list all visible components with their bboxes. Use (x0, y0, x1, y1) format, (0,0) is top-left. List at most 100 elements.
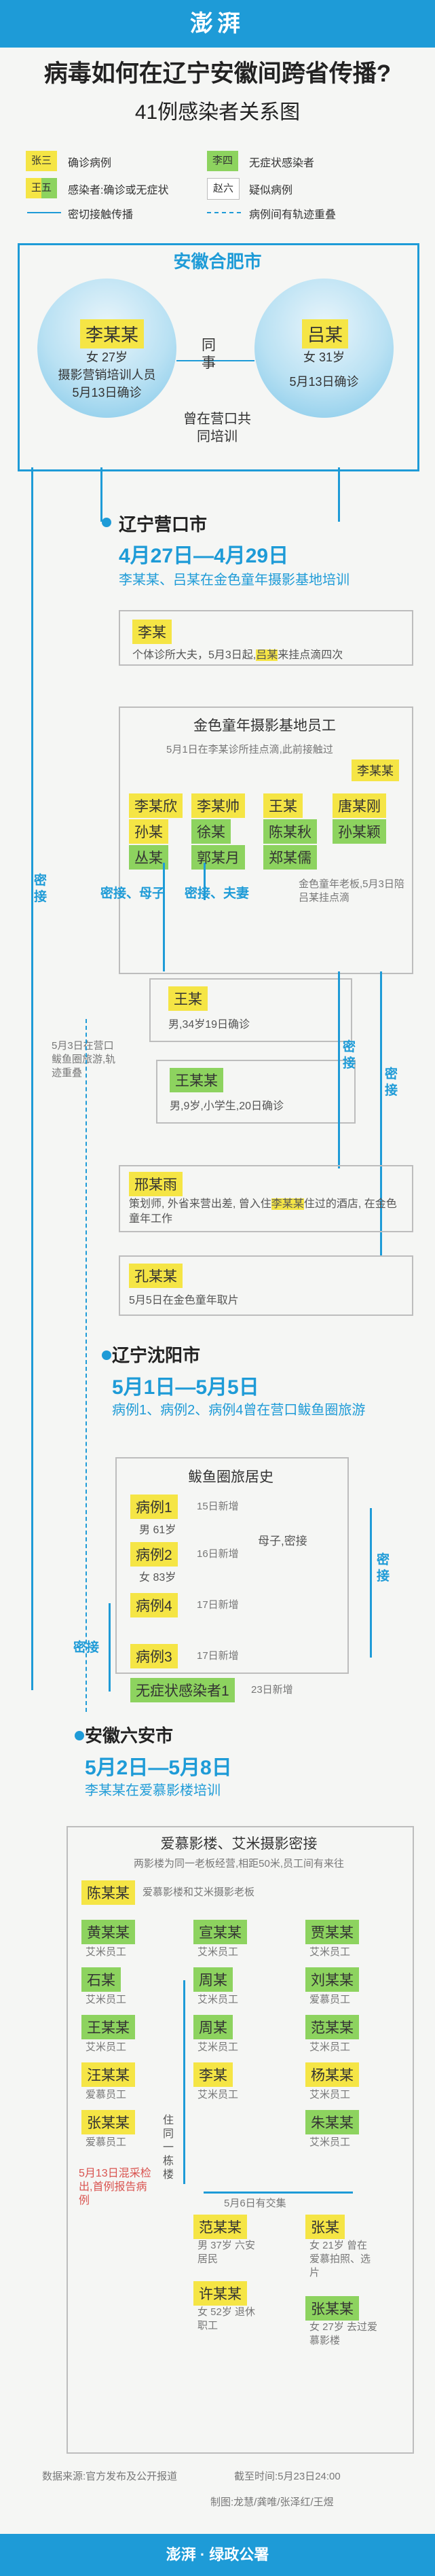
bayuquan-title: 鲅鱼圈旅居史 (188, 1469, 273, 1485)
col1-name-2: 石某 (81, 1967, 121, 1992)
col1-info-4: 爱慕员工 (86, 2089, 127, 2100)
credit: 制图:龙慧/龚唯/张泽红/王煜 (210, 2497, 334, 2508)
hefei-link-line (176, 360, 254, 361)
base-note-name: 李某某 (352, 759, 399, 781)
legend-tag-confirmed: 张三 (26, 151, 58, 171)
case-2-info: 女 83岁 (139, 1572, 176, 1584)
legend-text-asymptomatic: 无症状感染者 (249, 158, 315, 169)
base-name-6: 徐某 (191, 819, 231, 844)
hefei-link-training: 曾在营口共同培训 (183, 412, 251, 444)
col2-name-2: 周某 (193, 1967, 233, 1992)
luan-dot (75, 1731, 84, 1740)
page-subtitle: 41例感染者关系图 (134, 101, 301, 124)
asymptomatic-1: 无症状感染者1 (130, 1678, 235, 1702)
col1-info-5: 爱慕员工 (86, 2136, 127, 2148)
legend-text-suspected: 疑似病例 (249, 185, 293, 196)
label-close-contact-left: 密接 (34, 874, 48, 904)
yingkou-desc: 李某某、吕某在金色童年摄影基地培训 (119, 573, 349, 588)
fan-mou-mou-info: 男 37岁 六安居民 (197, 2240, 256, 2265)
case-chen-mou-mou: 陈某某 (81, 1880, 135, 1905)
meal-label: 5月6日有交集 (224, 2198, 286, 2209)
left-solid-line (31, 467, 33, 1690)
kong-mou-mou-box (119, 1255, 413, 1316)
case-zhang-mou: 张某 (305, 2215, 345, 2239)
case-kong-mou-mou: 孔某某 (129, 1264, 183, 1288)
wang-mou-mou-box (156, 1060, 356, 1124)
legend-text-confirmed: 确诊病例 (68, 158, 112, 169)
col1-name-1: 黄某某 (81, 1920, 135, 1944)
live-label: 住同一栋楼 (163, 2115, 174, 2181)
yingkou-date: 4月27日—4月29日 (119, 545, 289, 567)
col1-info-2: 艾米员工 (86, 1994, 127, 2005)
luan-desc: 李某某在爱慕影楼培训 (85, 1783, 221, 1798)
hefei-title: 安徽合肥市 (173, 251, 262, 272)
yingkou-dot (102, 518, 111, 527)
col2-info-1: 艾米员工 (197, 1946, 239, 1958)
label-close-right-2: 密接 (385, 1067, 398, 1098)
li-mou-text: 个体诊所大夫，5月3日起,吕某来挂点滴四次 (132, 645, 343, 662)
hefei-down-line-1 (100, 467, 102, 522)
legend-text-solid: 密切接触传播 (68, 209, 134, 221)
col2-info-3: 艾米员工 (197, 2041, 239, 2053)
hefei-link-colleague: 同事 (202, 338, 216, 371)
case-xu-mou-mou: 许某某 (193, 2281, 247, 2306)
col2-name-1: 宣某某 (193, 1920, 247, 1944)
source-right: 截至时间:5月23日24:00 (234, 2471, 341, 2482)
col3-info-1: 艾米员工 (309, 1946, 351, 1958)
col1-name-5: 张某某 (81, 2110, 135, 2134)
li-mou-text-1: 个体诊所大夫，5月3日起, (132, 649, 257, 661)
case-fan-mou-mou: 范某某 (193, 2215, 247, 2239)
link-line-mother (163, 863, 165, 971)
legend-tag-infected: 王五 (26, 178, 58, 198)
xing-highlight: 李某某 (271, 1198, 304, 1210)
aimu-note: 两影楼为同一老板经营,相距50米,员工间有来往 (133, 1858, 345, 1870)
label-mother-son: 密接、母子 (100, 887, 166, 901)
case-zhang-mou-mou: 张某某 (305, 2296, 359, 2321)
base-name-10: 郭某月 (191, 845, 245, 870)
sy-left-link (109, 1603, 111, 1692)
li-mou-highlight: 吕某 (256, 649, 278, 661)
col2-name-3: 周某 (193, 2015, 233, 2039)
xu-mou-mou-info: 女 52岁 退休职工 (197, 2306, 256, 2331)
case-1-info: 男 61岁 (139, 1524, 176, 1536)
base-name-1: 李某欣 (129, 793, 183, 818)
base-name-4: 唐某刚 (333, 793, 386, 818)
legend-tag-asymptomatic: 李四 (207, 151, 239, 171)
col2-info-2: 艾米员工 (197, 1994, 239, 2005)
li-mou-mou-info2: 摄影营销培训人员 (58, 368, 156, 382)
col2-name-4: 李某 (193, 2062, 233, 2087)
case-li-mou-mou: 李某某 (80, 319, 145, 348)
hefei-box (18, 243, 419, 471)
li-mou-box (119, 610, 413, 666)
link-line-couple (204, 863, 206, 900)
kong-mou-mou-info: 5月5日在金色童年取片 (129, 1295, 239, 1306)
col3-name-3: 范某某 (305, 2015, 359, 2039)
shenyang-dot (102, 1350, 111, 1360)
label-husband-wife: 密接、夫妻 (185, 887, 250, 901)
aimu-title: 爱慕影楼、艾米摄影密接 (160, 1836, 318, 1852)
label-close-sy-left: 密接 (73, 1641, 100, 1655)
col3-info-2: 爱慕员工 (309, 1994, 351, 2005)
col3-name-5: 朱某某 (305, 2110, 359, 2134)
base-name-7: 陈某秋 (263, 819, 317, 844)
col3-info-5: 艾米员工 (309, 2136, 351, 2148)
zhang-mou-info: 女 21岁 曾在爱慕拍照、选片 (309, 2240, 371, 2278)
case-wang-mou: 王某 (168, 986, 208, 1011)
base-title: 金色童年摄影基地员工 (193, 718, 336, 734)
label-close-sy-right: 密接 (377, 1553, 390, 1584)
col3-name-2: 刘某某 (305, 1967, 359, 1992)
col1-name-3: 王某某 (81, 2015, 135, 2039)
legend-text-infected: 感染者:确诊或无症状 (68, 185, 169, 196)
sy-right-link (370, 1508, 372, 1658)
luan-date: 5月2日—5月8日 (85, 1757, 232, 1779)
base-note: 5月1日在李某诊所挂点滴,此前接触过 (166, 744, 333, 755)
case-4: 病例4 (130, 1593, 178, 1617)
col3-info-3: 艾米员工 (309, 2041, 351, 2053)
xing-mou-yu-text: 策划师, 外省来营出差, 曾入住李某某住过的酒店, 在金色童年工作 (129, 1197, 400, 1227)
case-2: 病例2 (130, 1542, 178, 1567)
case-3-date: 17日新增 (197, 1650, 239, 1662)
li-mou-mou-info3: 5月13日确诊 (72, 386, 142, 399)
col1-info-3: 艾米员工 (86, 2041, 127, 2053)
label-close-right-1: 密接 (343, 1040, 356, 1071)
case-1: 病例1 (130, 1495, 178, 1519)
